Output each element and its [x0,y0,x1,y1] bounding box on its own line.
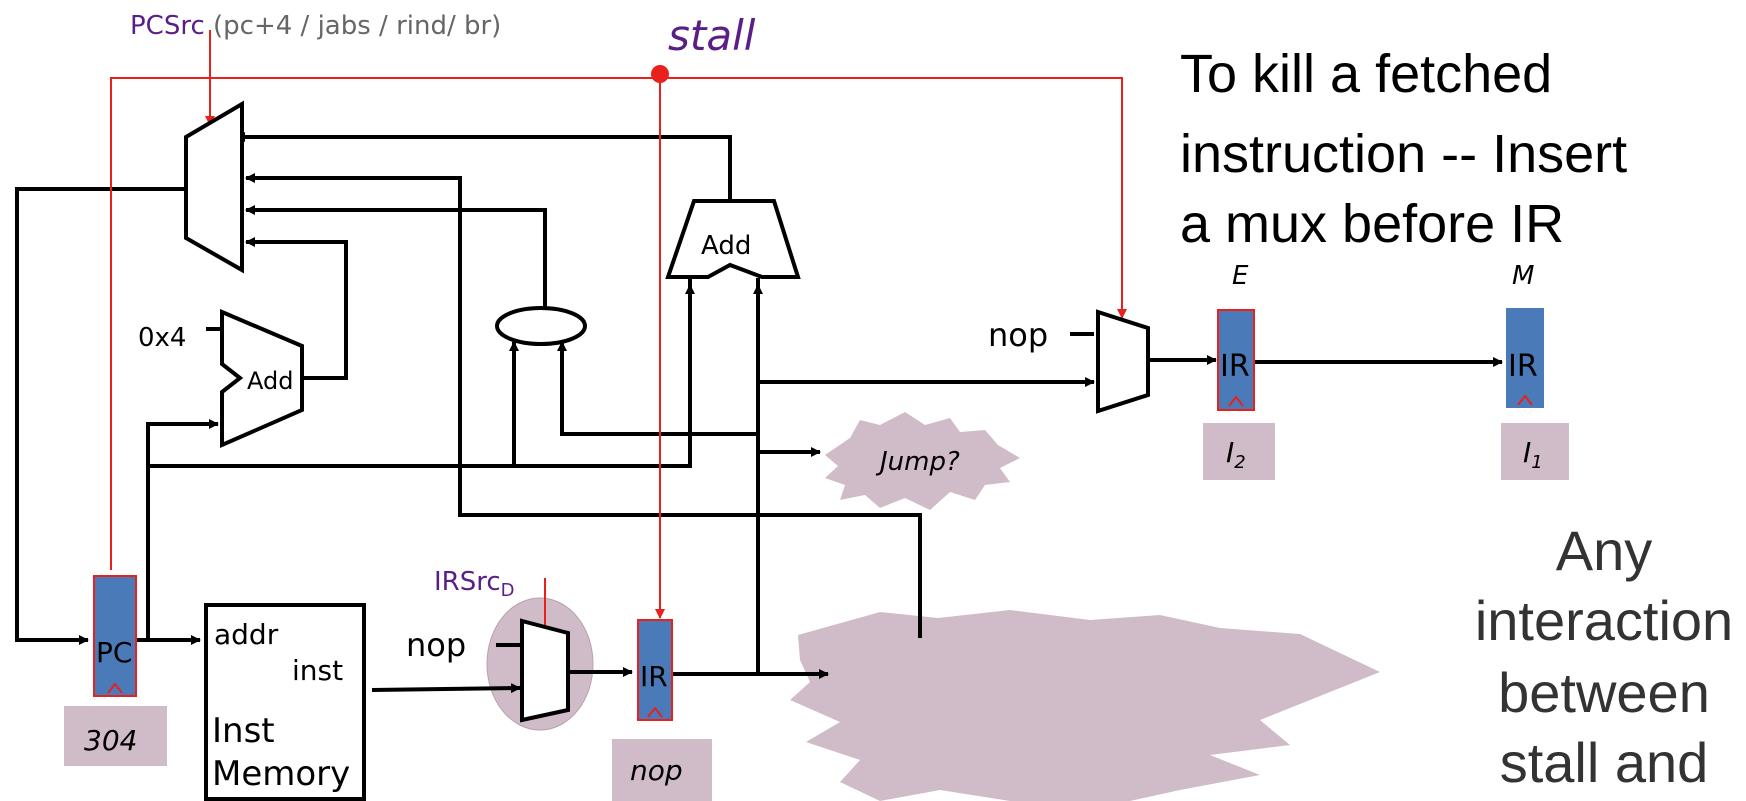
note-kill-line-1: To kill a fetched [1180,44,1552,104]
ir-exec-label: IR [1220,349,1250,384]
irsrc-label: IRSrc [434,567,501,597]
note-any-line-3: between [1498,661,1710,724]
pcsrc-label: PCSrc [130,11,205,41]
decode-logic-cloud [790,610,1380,801]
decode-value-box [612,739,712,801]
pcsrc-options: (pc+4 / jabs / rind/ br) [205,11,502,41]
note-any-line-4: stall and [1500,731,1709,794]
control-wires [110,30,1127,632]
stall-junction-dot [651,65,669,83]
target-compare-ellipse [495,306,587,346]
stage-e-label: E [1232,261,1249,291]
exec-ir-register [1217,309,1255,411]
note-any-line-1: Any [1556,519,1653,582]
add-branch-label: Add [701,231,751,261]
exec-value-subscript: 2 [1234,452,1245,473]
branch-adder [665,199,801,279]
mem-ir-register [1506,308,1544,408]
exec-value-box [1203,423,1275,480]
note-kill-line-3: a mux before IR [1180,194,1564,254]
note-any-line-2: interaction [1475,589,1733,652]
clock-carets [107,394,1533,718]
mem-value: I [1523,436,1531,469]
pc-value-box [64,706,167,766]
stall-label: stall [668,11,756,60]
exec-value: I [1226,436,1234,469]
note-kill-line-2: instruction -- Insert [1180,124,1627,184]
datapath-wires [15,132,1503,694]
decode-value: nop [630,754,683,787]
stage-m-label: M [1512,261,1534,291]
ir-decode-label: IR [640,660,668,693]
pc-value: 304 [84,724,137,757]
pc-label: PC [96,636,132,669]
inst-memory-label-1: Inst [212,711,275,751]
pcsrc-mux [184,100,244,274]
svg-text:I2: I2 [1226,436,1246,473]
inst-label: inst [292,654,343,687]
svg-text:PCSrc (pc+4 / jabs / rind/ br): PCSrc (pc+4 / jabs / rind/ br) [130,11,501,41]
nop-fetch-label: nop [406,626,466,664]
addr-label: addr [214,618,279,651]
nop-exec-label: nop [988,316,1048,354]
add-small-label: Add [247,367,293,395]
svg-text:I1: I1 [1523,436,1543,473]
mem-value-box [1501,423,1569,480]
instruction-memory [204,603,366,801]
pc-plus4-adder [220,308,304,449]
exec-insert-mux [1096,309,1150,414]
irsrc-mux [520,618,570,723]
zero-x4-label: 0x4 [138,323,186,353]
jump-burst [825,412,1020,510]
svg-text:IRSrcD: IRSrcD [434,567,515,601]
decode-ir-register [637,619,673,721]
mem-value-subscript: 1 [1531,452,1542,473]
jump-label: Jump? [875,447,960,477]
ir-mem-label: IR [1508,349,1538,384]
pc-register [93,575,137,697]
irsrc-subscript: D [501,580,515,601]
inst-memory-label-2: Memory [212,754,350,794]
